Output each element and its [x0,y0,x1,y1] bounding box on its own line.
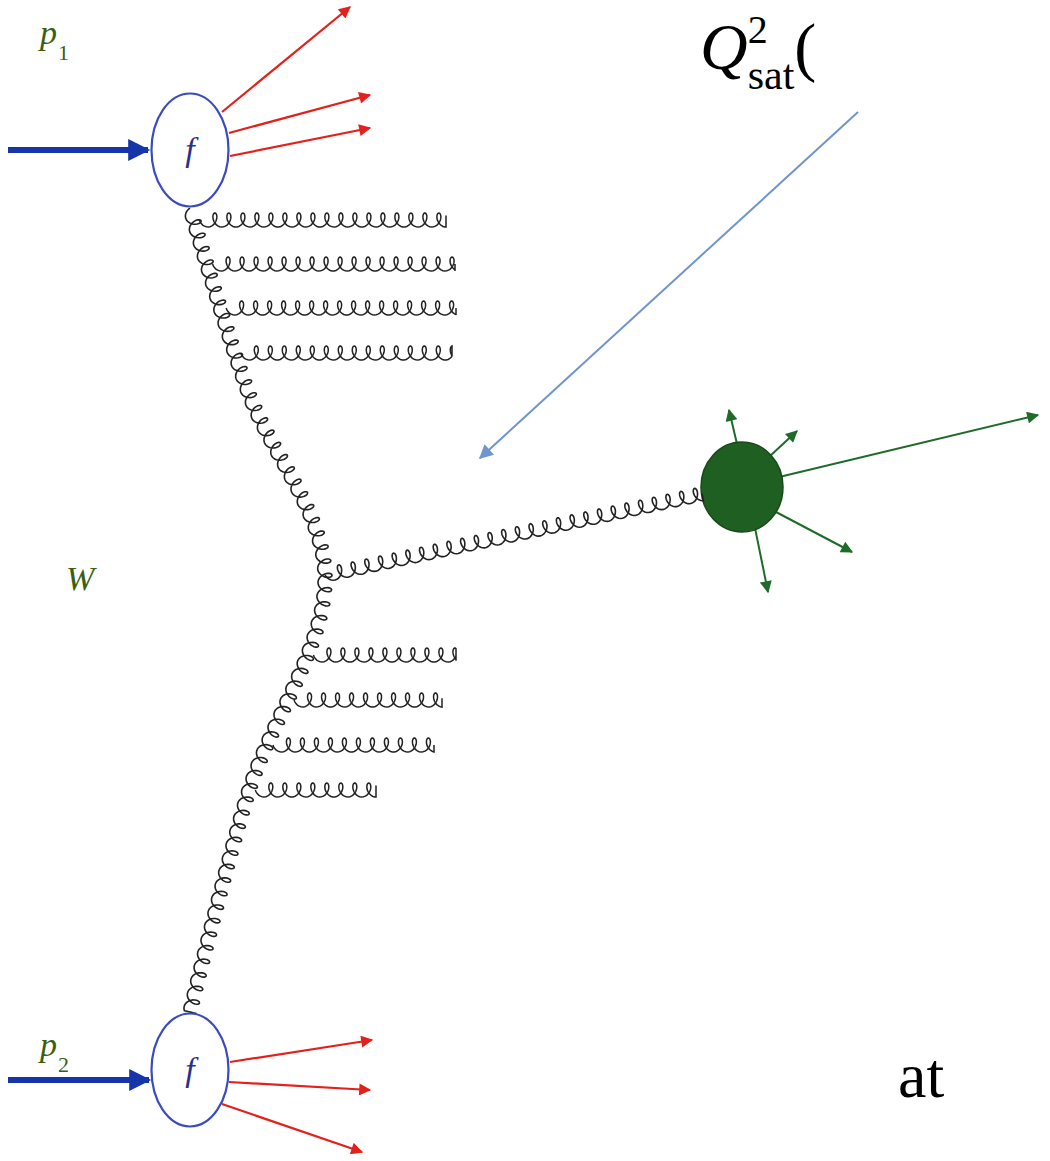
hadron-arrow [755,528,768,592]
momentum-index: 1 [58,42,69,64]
gluon-rung [255,783,376,797]
hadron-arrow [775,415,1038,478]
momentum-label: p [40,16,57,50]
remnant-arrow [230,1040,372,1062]
beam-arrow [8,1077,149,1083]
text-fragment: at [898,1044,944,1108]
remnant-arrow [222,7,350,112]
hadronization-blob [701,442,783,532]
hadron-arrow [729,410,737,444]
blob-ellipse [152,1014,229,1127]
gluon-rung [313,648,456,662]
gluon-rung [226,301,456,315]
energy-label: W [66,562,94,596]
remnant-arrow [222,1104,362,1152]
gluon-rung [213,257,455,271]
beam-arrow [8,147,148,153]
symbol-letter: Q [700,14,748,80]
hadron-arrow [770,431,797,456]
produced-gluon [325,488,703,580]
gluon-rung [199,213,446,227]
beam-arrows [8,150,149,1080]
remnant-arrows [222,7,372,1152]
remnant-arrow [229,95,370,133]
gluon-rung [241,346,452,360]
momentum-index: 2 [58,1054,69,1076]
remnant-arrow [230,128,370,156]
gluon-guide [190,208,325,1012]
pdf-symbol: f [185,1053,194,1087]
hadron-arrow [776,512,852,552]
remnant-arrow [229,1082,370,1090]
parton-distribution-blob: f [150,92,230,208]
saturation-scale-label: Q2sat( [700,14,816,80]
blob-ellipse [152,94,229,207]
subscript: sat [748,54,795,96]
momentum-label: p [40,1028,57,1062]
gluon-rung [273,738,434,752]
bracket: ( [794,14,816,80]
emitted-gluons [199,213,456,797]
pdf-symbol: f [185,133,194,167]
gluon-ladder [184,208,332,1014]
parton-distribution-blob: f [150,1012,230,1128]
gluon-rung [294,693,442,707]
superscript: 2 [748,10,768,50]
leader-line [480,112,858,458]
